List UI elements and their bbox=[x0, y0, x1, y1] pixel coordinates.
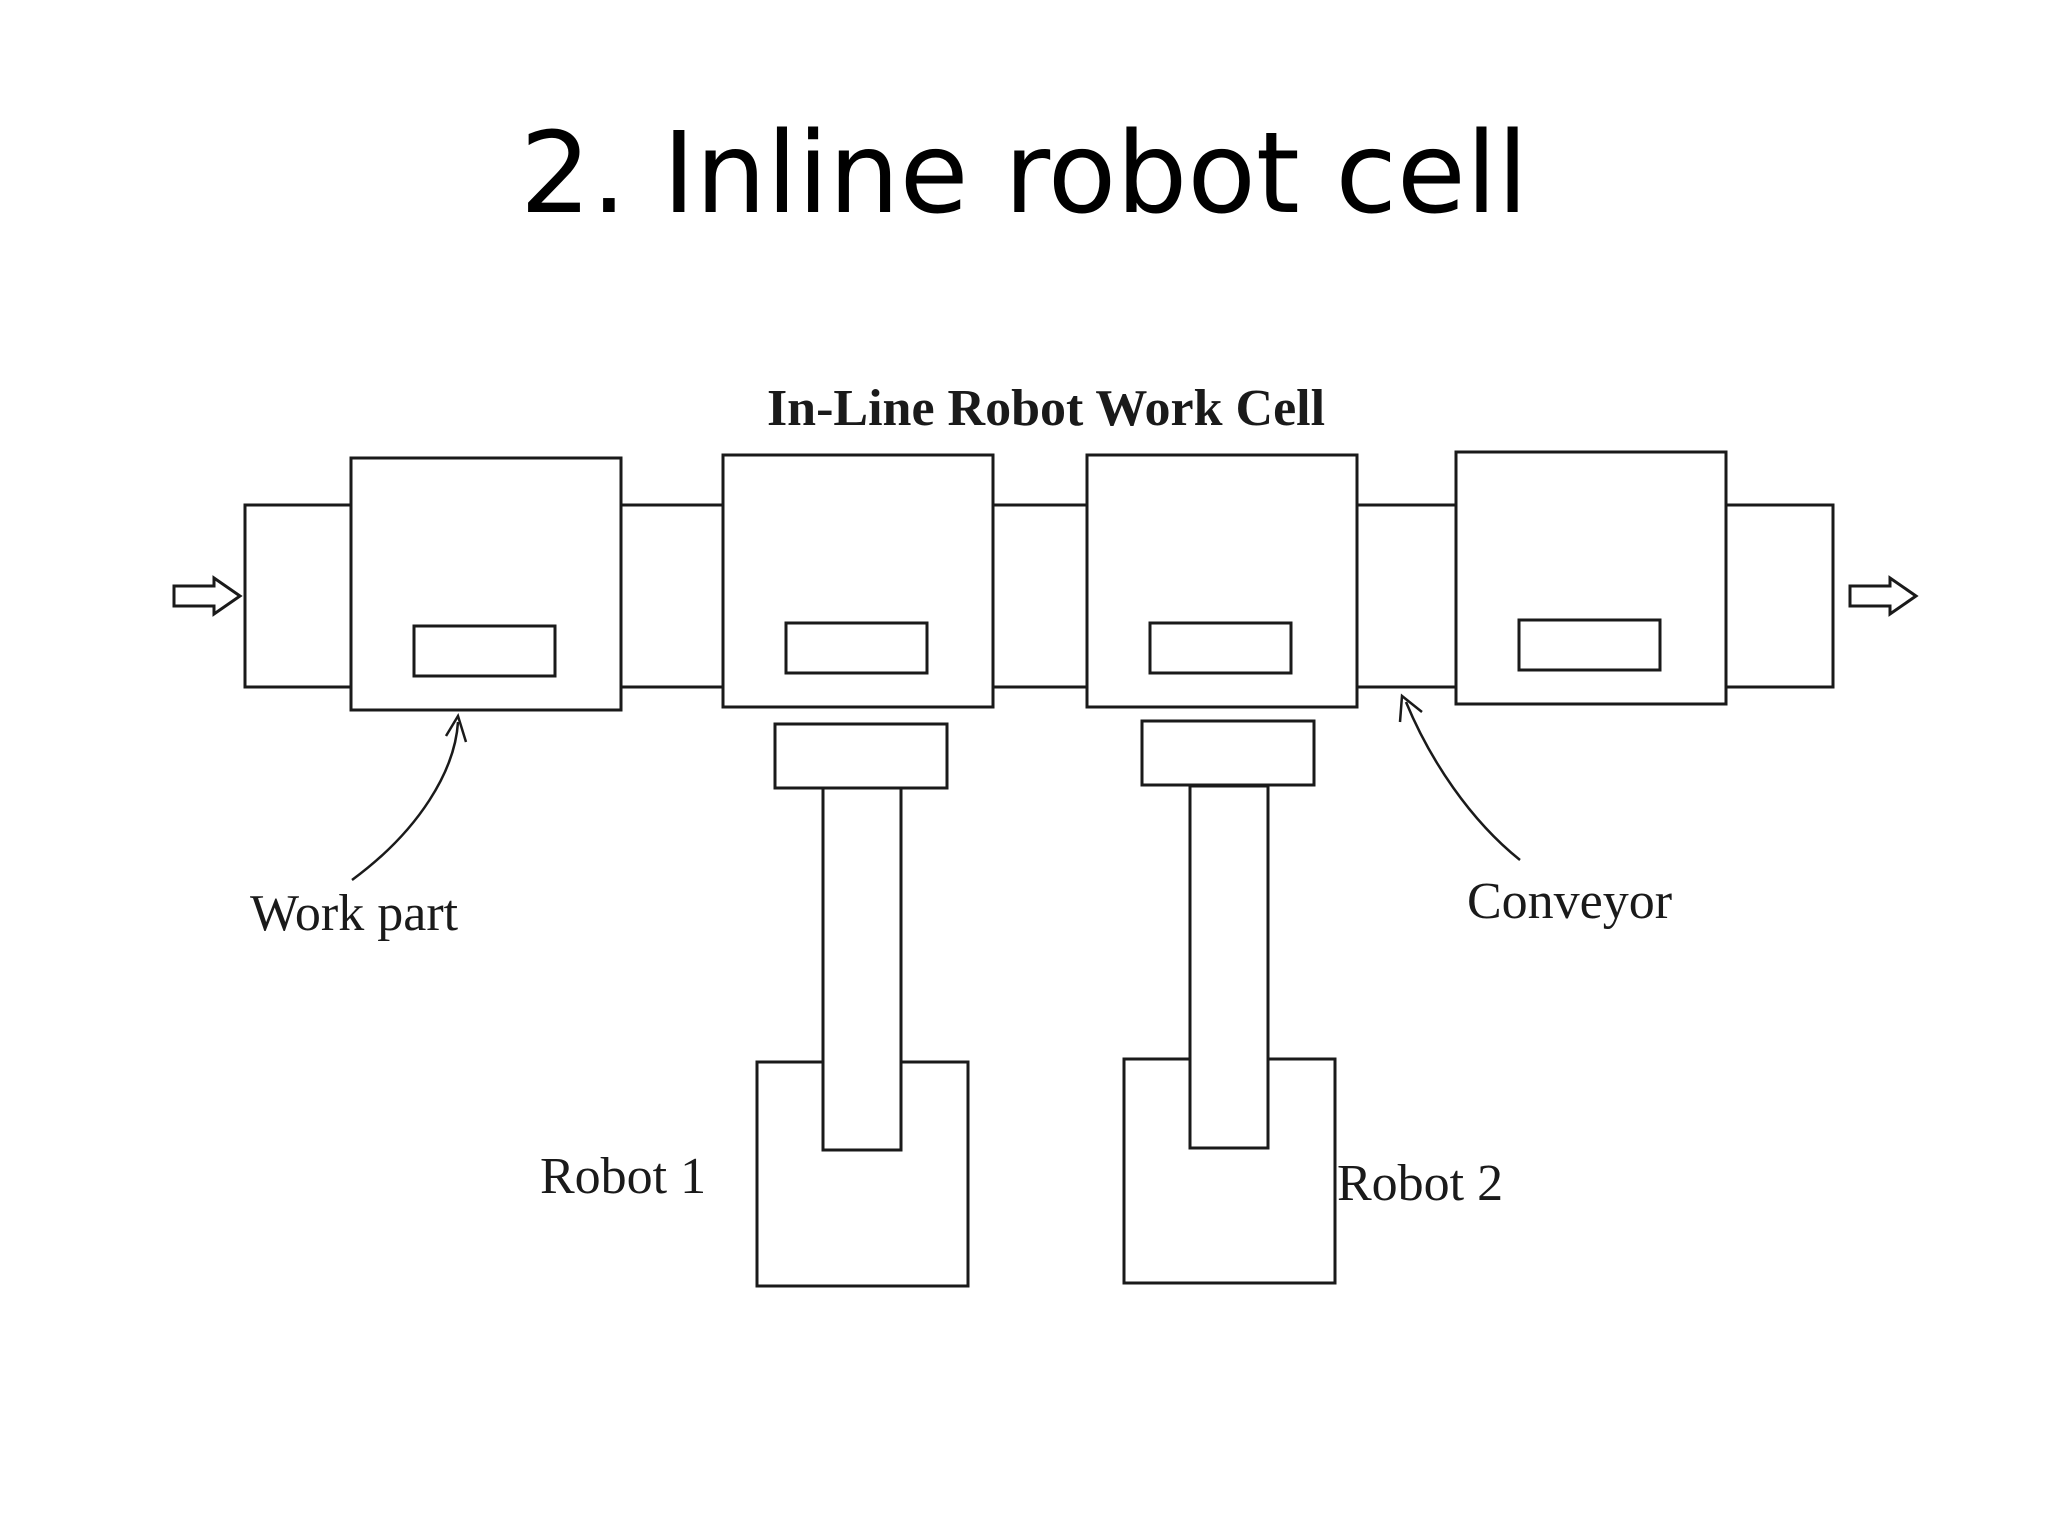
robot-2-label: Robot 2 bbox=[1337, 1155, 1503, 1212]
station-2 bbox=[721, 453, 995, 709]
robot-2-gripper bbox=[1140, 719, 1316, 787]
conveyor-label: Conveyor bbox=[1467, 873, 1672, 930]
work-part-2 bbox=[784, 621, 929, 675]
conveyor-leader-arrowhead bbox=[1398, 693, 1423, 723]
slide-title: 2. Inline robot cell bbox=[519, 109, 1529, 239]
robot-1-base bbox=[755, 1060, 970, 1288]
robot-1-arm bbox=[821, 786, 903, 1152]
arrow-right-outline-icon bbox=[172, 575, 243, 617]
work-part-label: Work part bbox=[250, 885, 459, 942]
station-1 bbox=[349, 456, 623, 712]
work-part-leader-arrowhead bbox=[444, 712, 468, 743]
station-4 bbox=[1454, 450, 1728, 706]
work-part-3 bbox=[1148, 621, 1293, 675]
work-part-leader bbox=[351, 721, 460, 882]
conveyor-leader bbox=[1404, 701, 1521, 861]
robot-1 bbox=[755, 722, 970, 1288]
arrow-right-outline-icon bbox=[1848, 575, 1919, 617]
station-3 bbox=[1085, 453, 1359, 709]
diagram-title: In-Line Robot Work Cell bbox=[767, 380, 1325, 437]
robot-2-arm bbox=[1188, 784, 1270, 1150]
work-part-4 bbox=[1517, 618, 1662, 672]
robot-1-gripper bbox=[773, 722, 949, 790]
robot-2 bbox=[1122, 719, 1337, 1285]
work-part-1 bbox=[412, 624, 557, 678]
robot-1-label: Robot 1 bbox=[540, 1148, 706, 1205]
station-4-frame bbox=[1454, 450, 1728, 706]
